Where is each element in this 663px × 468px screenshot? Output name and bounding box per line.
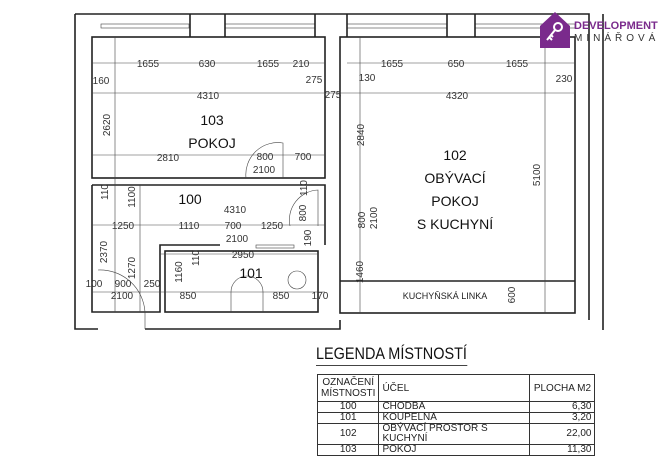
entrance-door — [97, 269, 146, 329]
window — [346, 23, 448, 29]
dimension-label: 1110 — [179, 221, 200, 232]
dimension-label: 600 — [507, 286, 518, 303]
room-100-number: 100 — [178, 191, 202, 207]
toilet — [230, 275, 264, 312]
dimension-label: 190 — [303, 229, 314, 246]
legend-cell-id: 103 — [316, 444, 380, 456]
walls — [74, 13, 604, 330]
dimension-label: 100 — [86, 279, 103, 290]
door-102 — [289, 189, 319, 227]
dimension-label: 1655 — [137, 59, 160, 70]
legend-cell-id: 101 — [316, 412, 380, 424]
header-id: OZNAČENÍ MÍSTNOSTI — [316, 374, 380, 402]
legend-cell-purpose: KOUPELNA — [378, 412, 531, 424]
door-103 — [245, 142, 284, 179]
legend-cell-id: 100 — [316, 401, 380, 413]
logo-text-1: DEVELOPMENT — [574, 20, 658, 32]
room-102-name-1: OBÝVACÍ — [424, 170, 485, 186]
legend-header-row: OZNAČENÍ MÍSTNOSTI ÚČEL PLOCHA M2 — [316, 374, 596, 402]
dimension-label: 2370 — [99, 240, 110, 263]
legend-cell-purpose: CHODBA — [378, 401, 531, 413]
dimension-label: 1100 — [127, 186, 138, 208]
dimension-label: 2950 — [232, 250, 255, 261]
window — [100, 23, 190, 29]
dimension-label: 1460 — [355, 260, 366, 283]
legend-cell-area: 6,30 — [529, 401, 596, 413]
dimension-label: 2840 — [356, 123, 367, 146]
sliding-door — [255, 244, 295, 249]
dimension-label: 1655 — [506, 59, 529, 70]
dimension-label: 1655 — [257, 59, 280, 70]
room-103-number: 103 — [200, 112, 224, 128]
dimension-label: 2100 — [226, 234, 249, 245]
dimension-label: 5100 — [532, 163, 543, 186]
room-102-name-2: POKOJ — [431, 193, 478, 209]
dimension-label: 1655 — [381, 59, 404, 70]
house-key-icon — [540, 12, 570, 48]
dimension-label: 2100 — [369, 206, 380, 229]
room-102-number: 102 — [443, 147, 467, 163]
dimension-label: 110 — [191, 250, 202, 266]
dimension-label: 900 — [115, 279, 132, 290]
room-labels: 103 POKOJ 100 101 102 OBÝVACÍ POKOJ S KU… — [178, 112, 493, 301]
window — [224, 23, 316, 29]
dimension-label: 275 — [306, 75, 323, 86]
room-103 — [91, 36, 326, 179]
logo-text-2: MINÁŘOVÁ — [574, 33, 660, 44]
dimension-label: 850 — [273, 291, 290, 302]
dimension-label: 650 — [448, 59, 465, 70]
dimension-label: 850 — [180, 291, 197, 302]
legend-cell-area: 22,00 — [529, 423, 596, 445]
dimension-label: 2100 — [111, 291, 134, 302]
dimension-labels: 1655 630 1655 210 160 275 4310 275 2620 2810 800 70… — [86, 59, 573, 303]
room-101 — [164, 250, 319, 313]
logo: DEVELOPMENT MINÁŘOVÁ — [538, 10, 663, 50]
dimension-label: 1250 — [112, 221, 135, 232]
legend-cell-area: 11,30 — [529, 444, 596, 456]
legend-cell-area: 3,20 — [529, 412, 596, 424]
legend-cell-purpose: OBÝVACÍ PROSTOR S KUCHYNÍ — [378, 423, 531, 445]
room-102-name-3: S KUCHYNÍ — [417, 216, 493, 232]
kitchen-label: KUCHYŇSKÁ LINKA — [403, 291, 488, 301]
dimension-label: 1160 — [174, 261, 185, 283]
dimension-label: 800 — [357, 211, 368, 228]
room-101-number: 101 — [239, 265, 263, 281]
dimension-label: 4310 — [197, 91, 220, 102]
room-103-name: POKOJ — [188, 135, 235, 151]
dimension-label: 230 — [556, 74, 573, 85]
legend-cell-id: 102 — [316, 423, 380, 445]
dimension-label: 2810 — [157, 153, 180, 164]
dimension-label: 160 — [93, 76, 110, 87]
dimension-label: 800 — [298, 204, 309, 221]
header-purpose: ÚČEL — [378, 374, 531, 402]
dimension-label: 275 — [325, 90, 342, 101]
dimension-label: 1250 — [261, 221, 284, 232]
dimension-label: 630 — [199, 59, 216, 70]
dimension-label: 800 — [257, 152, 274, 163]
dimension-label: 2620 — [102, 113, 113, 136]
dimension-label: 1270 — [127, 256, 138, 279]
room-102 — [339, 36, 576, 314]
dimension-label: 170 — [312, 291, 329, 302]
dimension-label: 700 — [225, 221, 242, 232]
dimension-label: 130 — [359, 73, 376, 84]
dimension-label: 250 — [144, 279, 161, 290]
dimension-label: 2100 — [253, 165, 276, 176]
legend-title: LEGENDA MÍSTNOSTÍ — [316, 344, 467, 366]
washbasin — [287, 270, 307, 290]
header-area: PLOCHA M2 — [529, 374, 596, 402]
dimension-label: 110 — [100, 184, 111, 200]
dimension-label: 4310 — [224, 205, 247, 216]
dimension-label: 110 — [299, 180, 310, 196]
dimension-label: 210 — [293, 59, 310, 70]
legend-cell-purpose: POKOJ — [378, 444, 531, 456]
dimension-label: 4320 — [446, 91, 469, 102]
dimension-label: 700 — [295, 152, 312, 163]
